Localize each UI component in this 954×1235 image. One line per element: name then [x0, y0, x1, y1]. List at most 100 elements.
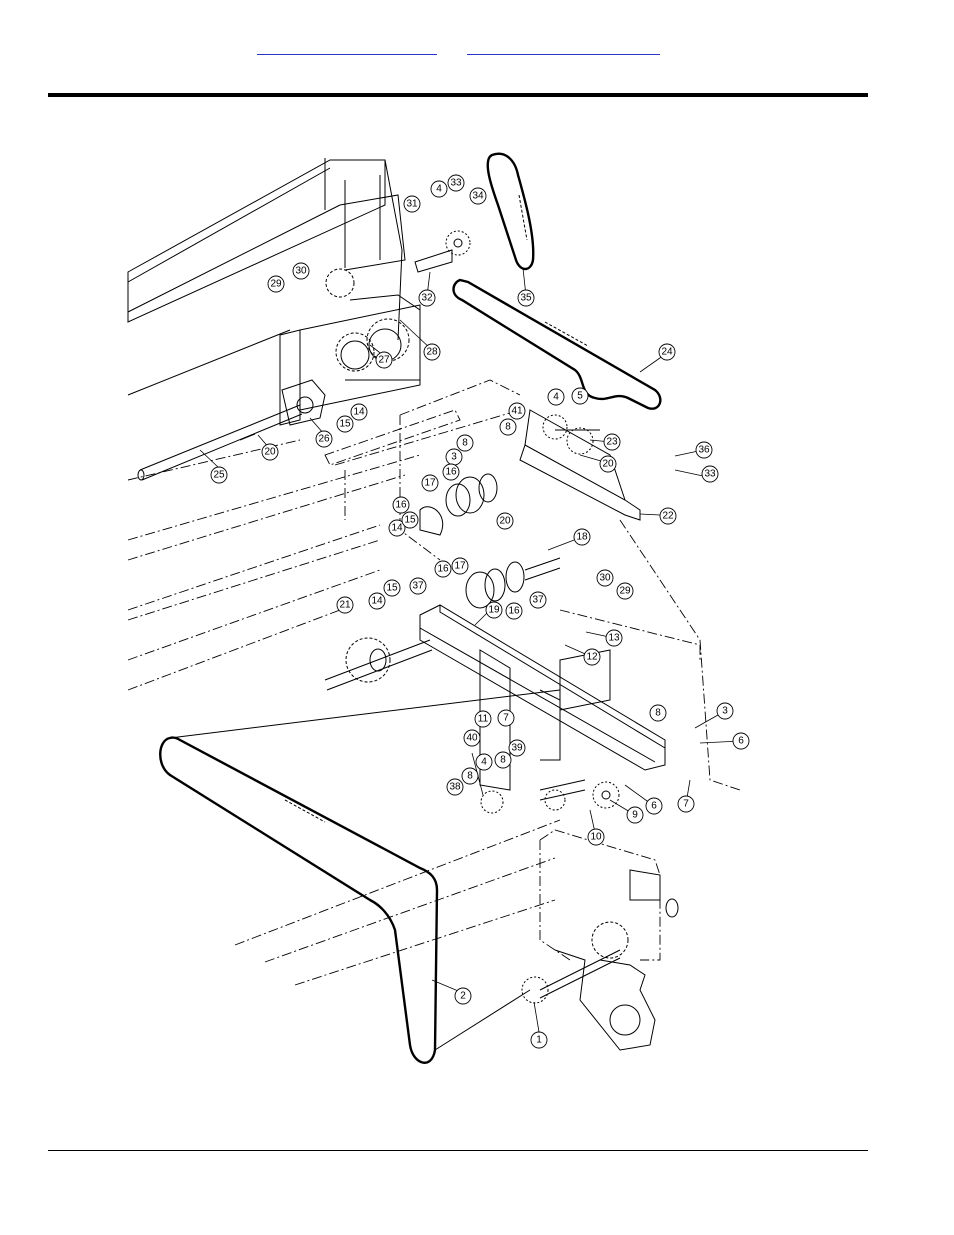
callout-29: 29 [268, 276, 284, 292]
callout-28: 28 [424, 344, 440, 360]
chain-2 [160, 738, 437, 1063]
svg-text:36: 36 [698, 445, 710, 456]
chain-2-links [285, 800, 325, 822]
chain-24-links [545, 322, 588, 346]
svg-text:34: 34 [472, 191, 484, 202]
callout-1: 1 [531, 1032, 547, 1048]
svg-text:33: 33 [450, 178, 462, 189]
callout-16: 16 [443, 464, 459, 480]
svg-text:14: 14 [353, 407, 365, 418]
sprocket-top [326, 231, 470, 297]
svg-text:10: 10 [590, 832, 602, 843]
svg-text:28: 28 [426, 347, 438, 358]
callout-33: 33 [448, 175, 464, 191]
callout-24: 24 [659, 344, 675, 360]
svg-text:25: 25 [213, 470, 225, 481]
callout-12: 12 [584, 649, 600, 665]
callout-15: 15 [384, 580, 400, 596]
svg-text:14: 14 [391, 523, 403, 534]
callout-8: 8 [650, 705, 666, 721]
callout-17: 17 [422, 475, 438, 491]
svg-text:9: 9 [632, 810, 638, 821]
callout-17: 17 [452, 558, 468, 574]
callout-41: 41 [509, 403, 525, 419]
callout-31: 31 [404, 196, 420, 212]
callout-37: 37 [530, 592, 546, 608]
callout-20: 20 [497, 513, 513, 529]
callout-11: 11 [475, 711, 491, 727]
callout-26: 26 [316, 431, 332, 447]
svg-text:20: 20 [602, 459, 614, 470]
svg-text:27: 27 [378, 355, 390, 366]
callout-8: 8 [495, 752, 511, 768]
svg-text:24: 24 [661, 347, 673, 358]
callout-20: 20 [600, 456, 616, 472]
svg-text:29: 29 [270, 279, 282, 290]
svg-text:21: 21 [339, 600, 351, 611]
callout-34: 34 [470, 188, 486, 204]
bracket-22 [520, 410, 640, 520]
callout-15: 15 [402, 512, 418, 528]
svg-text:4: 4 [436, 184, 442, 195]
svg-text:6: 6 [738, 736, 744, 747]
svg-text:17: 17 [454, 561, 466, 572]
svg-text:8: 8 [500, 755, 506, 766]
callout-9: 9 [627, 807, 643, 823]
sprocket-lower-right [593, 782, 619, 808]
callout-18: 18 [574, 529, 590, 545]
svg-text:23: 23 [606, 437, 618, 448]
svg-text:16: 16 [445, 467, 457, 478]
callout-14: 14 [369, 593, 385, 609]
svg-text:32: 32 [421, 293, 433, 304]
callout-3: 3 [717, 703, 733, 719]
callout-35: 35 [518, 290, 534, 306]
svg-text:30: 30 [599, 573, 611, 584]
svg-text:7: 7 [683, 799, 689, 810]
callout-16: 16 [435, 561, 451, 577]
callout-33: 33 [702, 466, 718, 482]
svg-text:17: 17 [424, 478, 436, 489]
svg-text:39: 39 [511, 743, 523, 754]
svg-text:12: 12 [586, 652, 598, 663]
callout-20: 20 [262, 444, 278, 460]
svg-text:31: 31 [406, 199, 418, 210]
shaft-21 [325, 638, 432, 690]
callout-6: 6 [646, 798, 662, 814]
callout-19: 19 [486, 602, 502, 618]
svg-text:1: 1 [536, 1035, 542, 1046]
callout-4: 4 [548, 389, 564, 405]
footer-rule [48, 1150, 868, 1151]
callouts: 1 2 3 3 4 4 4 5 6 6 7 7 8 8 8 8 8 9 10 1… [211, 175, 749, 1048]
svg-text:37: 37 [412, 581, 424, 592]
svg-text:16: 16 [508, 606, 520, 617]
callout-14: 14 [351, 404, 367, 420]
callout-29: 29 [617, 583, 633, 599]
callout-13: 13 [606, 630, 622, 646]
callout-30: 30 [597, 570, 613, 586]
svg-text:41: 41 [511, 406, 523, 417]
svg-text:16: 16 [395, 500, 407, 511]
main-beam-19 [420, 605, 665, 790]
callout-8: 8 [462, 768, 478, 784]
svg-text:20: 20 [264, 447, 276, 458]
callout-37: 37 [410, 578, 426, 594]
callout-39: 39 [509, 740, 525, 756]
lower-guides [170, 690, 560, 1050]
lower-gearbox [522, 830, 678, 1050]
svg-text:16: 16 [437, 564, 449, 575]
svg-text:13: 13 [608, 633, 620, 644]
callout-4: 4 [431, 181, 447, 197]
callout-21: 21 [337, 597, 353, 613]
sprocket-pair-upper [336, 319, 409, 371]
callout-16: 16 [506, 603, 522, 619]
svg-text:38: 38 [449, 782, 461, 793]
svg-text:4: 4 [553, 392, 559, 403]
callout-8: 8 [500, 419, 516, 435]
callout-36: 36 [696, 442, 712, 458]
callout-32: 32 [419, 290, 435, 306]
callout-22: 22 [660, 508, 676, 524]
chain-35 [488, 154, 534, 269]
callout-5: 5 [572, 388, 588, 404]
callout-4: 4 [476, 754, 492, 770]
